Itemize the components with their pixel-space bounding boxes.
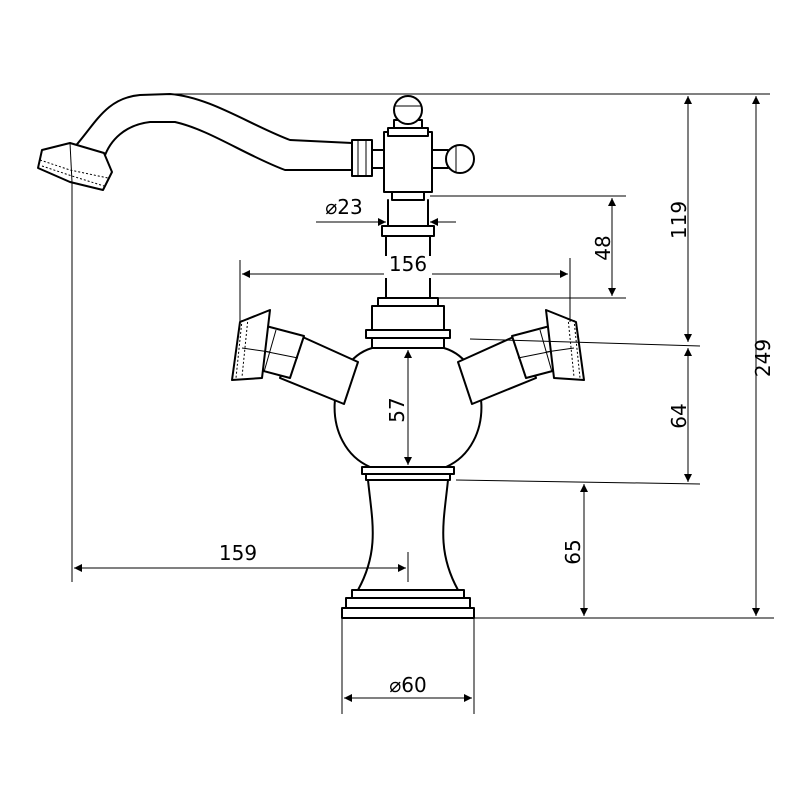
dim-handle-span: 156 <box>389 252 427 276</box>
dim-total-height: 249 <box>751 339 775 377</box>
cartridge-head <box>351 95 475 201</box>
spout <box>37 93 353 191</box>
dim-stem-diameter: ⌀23 <box>325 195 363 219</box>
dim-upper-stem: 48 <box>591 235 615 260</box>
faucet-outline <box>37 93 585 619</box>
dim-handle-height: 64 <box>667 403 691 428</box>
base-column <box>341 479 475 619</box>
left-handle <box>231 309 359 405</box>
dim-body-height: 57 <box>385 397 409 422</box>
right-handle <box>457 309 585 405</box>
dim-base-height: 65 <box>561 539 585 564</box>
dim-base-diameter: ⌀60 <box>389 673 427 697</box>
dim-spout-reach: 159 <box>219 541 257 565</box>
dimension-annotations: 249 119 64 48 65 57 159 156 ⌀23 ⌀60 <box>71 93 775 714</box>
dim-lever-height: 119 <box>667 201 691 239</box>
